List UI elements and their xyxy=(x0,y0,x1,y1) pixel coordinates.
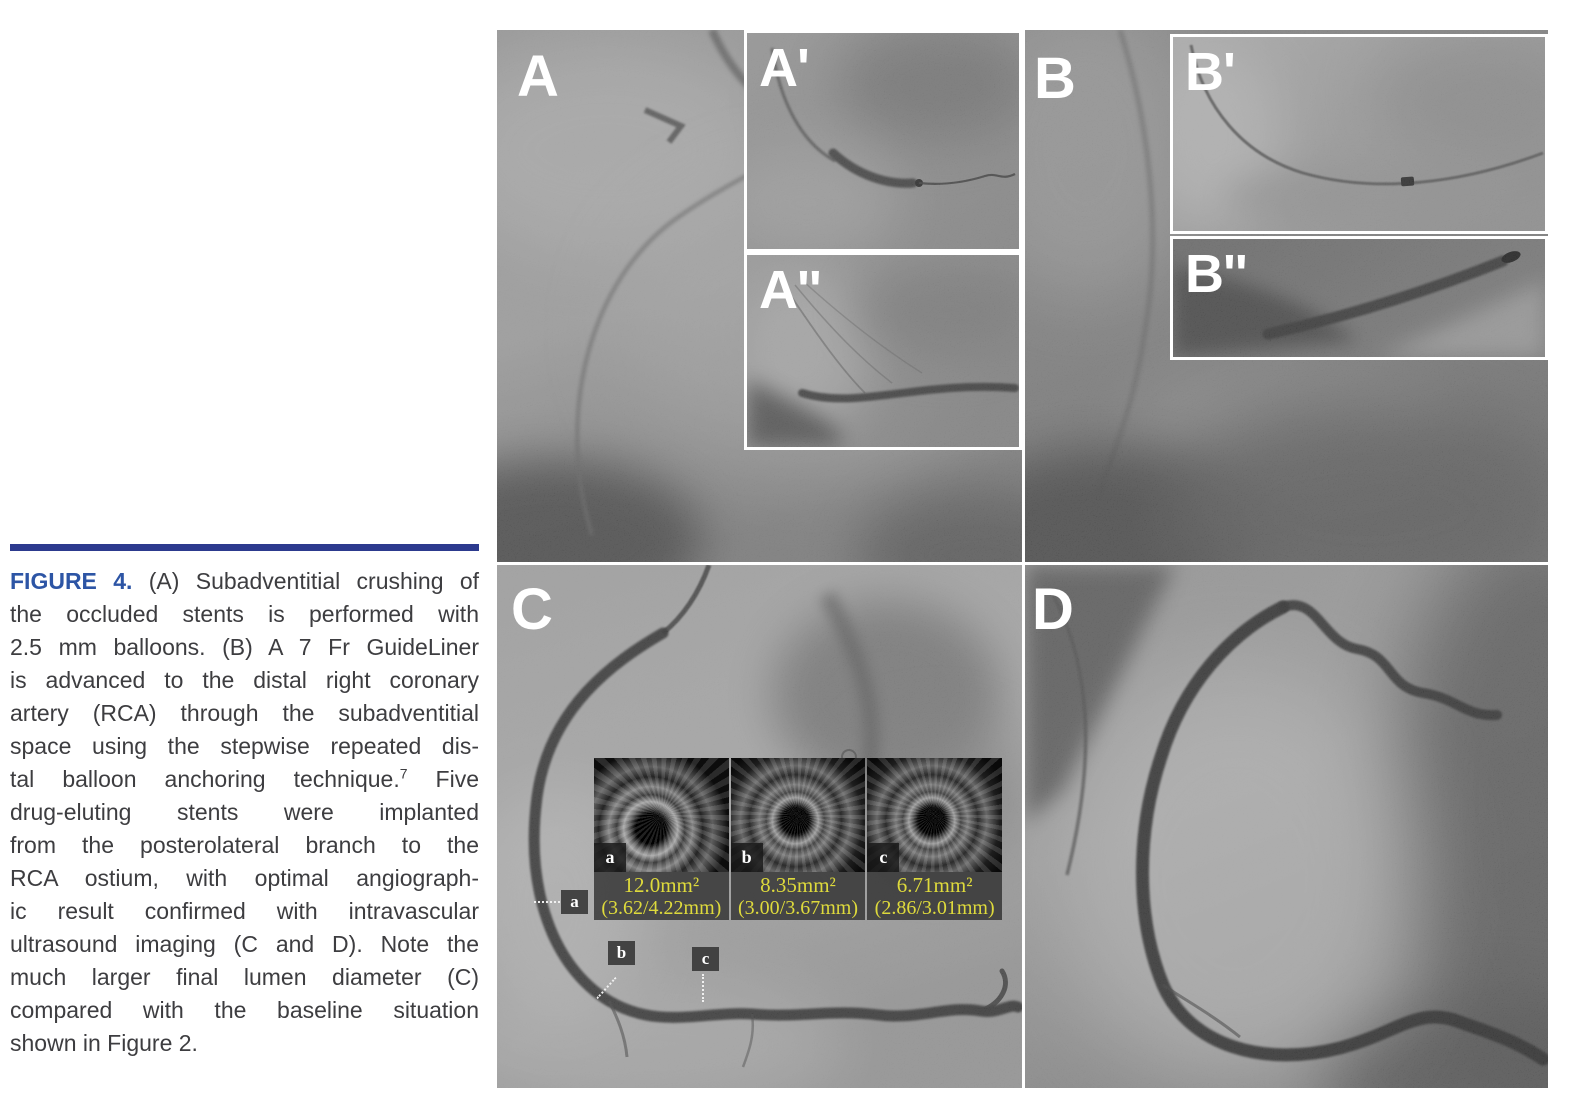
panel-a-double-prime-xray-image xyxy=(747,255,1019,447)
caption-line: compared with the baseline situation xyxy=(10,997,479,1023)
caption-line: FIGURE 4. (A) Subadventitial crushing of xyxy=(10,565,479,598)
panel-a-prime-inset: A' xyxy=(744,30,1022,252)
marker-a: a xyxy=(561,890,588,914)
caption-top-rule xyxy=(10,544,479,551)
ivus-unit: a 12.0mm² (3.62/4.22mm) xyxy=(594,758,729,920)
caption-text: (A) Subadventitial crushing of xyxy=(148,568,480,594)
ivus-measurement-c: 6.71mm² (2.86/3.01mm) xyxy=(867,872,1002,920)
ivus-area-value: 12.0mm² xyxy=(623,873,700,897)
ivus-frame-c: c xyxy=(867,758,1002,872)
figure-number: FIGURE 4. xyxy=(10,568,133,594)
panel-b-double-prime-xray-image xyxy=(1173,239,1545,357)
caption-line: much larger final lumen diameter (C) xyxy=(10,964,479,990)
ivus-frame-tag: a xyxy=(594,843,626,872)
panel-label-b: B xyxy=(1034,46,1076,111)
panel-label-b-double-prime: B'' xyxy=(1185,244,1248,304)
ivus-inset-strip: a 12.0mm² (3.62/4.22mm) b 8.35mm² (3.00/… xyxy=(594,758,1002,920)
caption-line: ic result confirmed with intravascular xyxy=(10,898,479,924)
caption-line: shown in Figure 2. xyxy=(10,1030,198,1056)
marker-b: b xyxy=(608,941,635,965)
panel-label-d: D xyxy=(1032,577,1074,642)
ivus-unit: b 8.35mm² (3.00/3.67mm) xyxy=(730,758,866,920)
panel-d-xray-image xyxy=(1025,565,1548,1088)
caption-line: space using the stepwise repeated dis- xyxy=(10,733,479,759)
ivus-diameter-value: (3.62/4.22mm) xyxy=(601,897,722,919)
caption-line: RCA ostium, with optimal angiograph- xyxy=(10,865,479,891)
ivus-area-value: 8.35mm² xyxy=(760,873,836,897)
caption-line: is advanced to the distal right coronary xyxy=(10,667,479,693)
ivus-frame-tag: c xyxy=(867,843,900,872)
marker-a-leader-line xyxy=(534,901,560,903)
panel-a-prime-xray-image xyxy=(747,33,1019,249)
panel-label-a-prime: A' xyxy=(759,38,810,98)
ivus-frame-b: b xyxy=(730,758,866,872)
ivus-frame-tag: b xyxy=(730,843,763,872)
reference-superscript: 7 xyxy=(399,765,408,782)
panel-label-c: C xyxy=(511,577,553,642)
panel-d-angiogram: D xyxy=(1025,565,1548,1088)
caption-text: Five xyxy=(435,766,479,792)
panel-b-angiogram: B xyxy=(1025,30,1548,562)
caption-text: tal balloon anchoring technique. xyxy=(10,766,400,792)
ivus-unit: c 6.71mm² (2.86/3.01mm) xyxy=(867,758,1002,920)
caption-line: from the posterolateral branch to the xyxy=(10,832,479,858)
caption-line: artery (RCA) through the subadventitial xyxy=(10,700,479,726)
panel-label-b-prime: B' xyxy=(1185,42,1236,102)
figure-caption: FIGURE 4. (A) Subadventitial crushing of… xyxy=(10,544,479,1060)
caption-line: tal balloon anchoring technique.7 Five xyxy=(10,763,479,796)
figure-4-panel-grid: A xyxy=(497,30,1548,1088)
panel-label-a: A xyxy=(517,44,559,109)
panel-c-angiogram: C a 12.0mm² (3.62/4.22mm) b xyxy=(497,565,1022,1088)
panel-b-double-prime-inset: B'' xyxy=(1170,236,1548,360)
caption-line: the occluded stents is performed with xyxy=(10,601,479,627)
marker-c-leader-line xyxy=(702,974,704,1002)
ivus-area-value: 6.71mm² xyxy=(896,873,973,897)
panel-label-a-double-prime: A'' xyxy=(759,260,822,320)
caption-line: 2.5 mm balloons. (B) A 7 Fr GuideLiner xyxy=(10,634,479,660)
ivus-frame-a: a xyxy=(594,758,729,872)
ivus-diameter-value: (3.00/3.67mm) xyxy=(737,897,858,919)
panel-b-prime-inset: B' xyxy=(1170,34,1548,234)
ivus-diameter-value: (2.86/3.01mm) xyxy=(874,897,995,919)
panel-a-double-prime-inset: A'' xyxy=(744,252,1022,450)
ivus-measurement-a: 12.0mm² (3.62/4.22mm) xyxy=(594,872,729,920)
panel-a-angiogram: A xyxy=(497,30,1022,562)
caption-line: drug-eluting stents were implanted xyxy=(10,799,479,825)
caption-line: ultrasound imaging (C and D). Note the xyxy=(10,931,479,957)
ivus-measurement-b: 8.35mm² (3.00/3.67mm) xyxy=(730,872,866,920)
panel-b-prime-xray-image xyxy=(1173,37,1545,231)
marker-c: c xyxy=(692,947,719,971)
